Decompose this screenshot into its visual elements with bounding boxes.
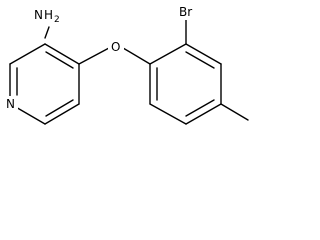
bond-c3-c4 bbox=[44, 43, 80, 65]
bond-c2-c3prime-inner bbox=[185, 51, 215, 69]
amine-label-bg bbox=[32, 5, 66, 23]
bromine-label-bg bbox=[177, 2, 199, 20]
bond-c3-n bbox=[44, 26, 50, 39]
bond-c1-c2prime bbox=[149, 43, 187, 65]
pyridine-nitrogen-label: N bbox=[6, 97, 15, 111]
bond-c3-c2 bbox=[9, 43, 46, 65]
bond-c6-c5-inner bbox=[45, 99, 74, 117]
bonds bbox=[9, 19, 249, 125]
bond-c2-c3prime bbox=[185, 43, 222, 65]
bond-c4-c3-inner bbox=[45, 51, 74, 69]
atom-labels: N H 2 O N Br bbox=[4, 2, 199, 112]
bond-c4prime-methyl bbox=[220, 103, 249, 121]
bond-c6-c5 bbox=[44, 103, 80, 125]
bond-n1-c6 bbox=[13, 105, 46, 125]
amine-nitrogen-label: N bbox=[34, 8, 43, 22]
bond-o-c1prime bbox=[122, 47, 151, 65]
pyridine-nitrogen-bg bbox=[4, 96, 18, 112]
bond-c5-c6prime bbox=[149, 103, 187, 125]
bond-c4-c5prime bbox=[185, 103, 222, 125]
bromine-label: Br bbox=[179, 5, 192, 19]
amine-hydrogen-label: H bbox=[44, 8, 53, 22]
bond-c4-c5prime-inner bbox=[185, 99, 215, 117]
chemical-structure-diagram: N H 2 O N Br bbox=[4, 2, 249, 125]
oxygen-label-bg bbox=[108, 37, 124, 55]
amine-hydrogen-count: 2 bbox=[54, 15, 60, 25]
bond-c4-o bbox=[78, 47, 110, 65]
ether-oxygen-label: O bbox=[111, 40, 120, 54]
